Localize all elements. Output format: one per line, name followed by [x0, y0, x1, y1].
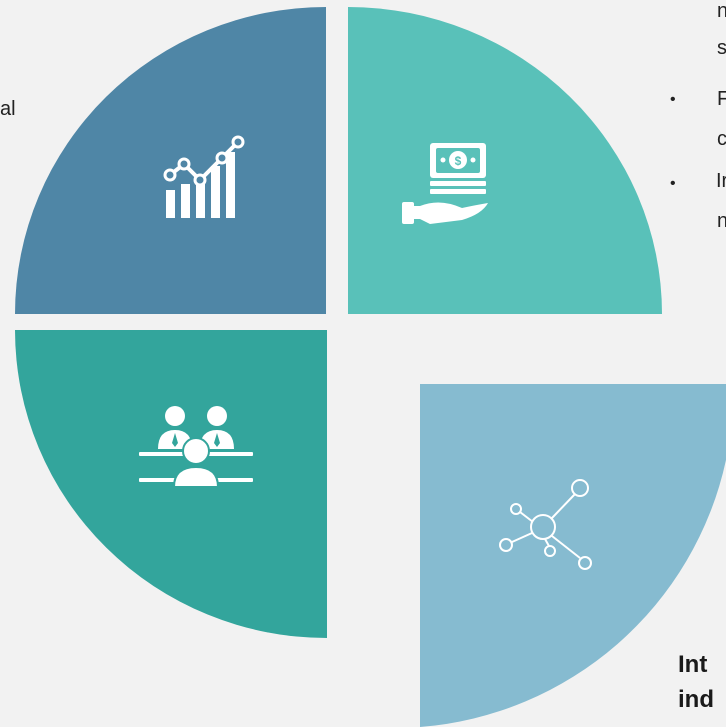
right-text-line-3: F	[717, 88, 726, 110]
right-text-line-5: Ir	[716, 170, 726, 192]
svg-text:$: $	[455, 154, 462, 168]
quadrant-top-right	[348, 7, 662, 314]
right-text-line-4: c	[717, 128, 726, 150]
bullet-2: •	[670, 175, 676, 192]
bottom-heading-line-1: Int	[678, 651, 708, 678]
left-text-fragment: al	[0, 98, 16, 120]
right-text-line-2: s	[717, 37, 726, 59]
network-nodes-icon	[499, 479, 592, 570]
growth-chart-icon	[163, 135, 245, 218]
right-text-line-6: n	[717, 210, 726, 232]
quadrant-bottom-right	[420, 384, 726, 727]
bottom-heading-line-2: ind	[678, 686, 714, 713]
quadrant-bottom-left	[15, 330, 327, 638]
right-text-line-1: n	[717, 0, 726, 22]
bullet-1: •	[670, 91, 676, 108]
quadrant-top-left	[15, 7, 326, 314]
team-meeting-icon	[139, 406, 253, 488]
money-in-hand-icon: $	[402, 143, 488, 224]
